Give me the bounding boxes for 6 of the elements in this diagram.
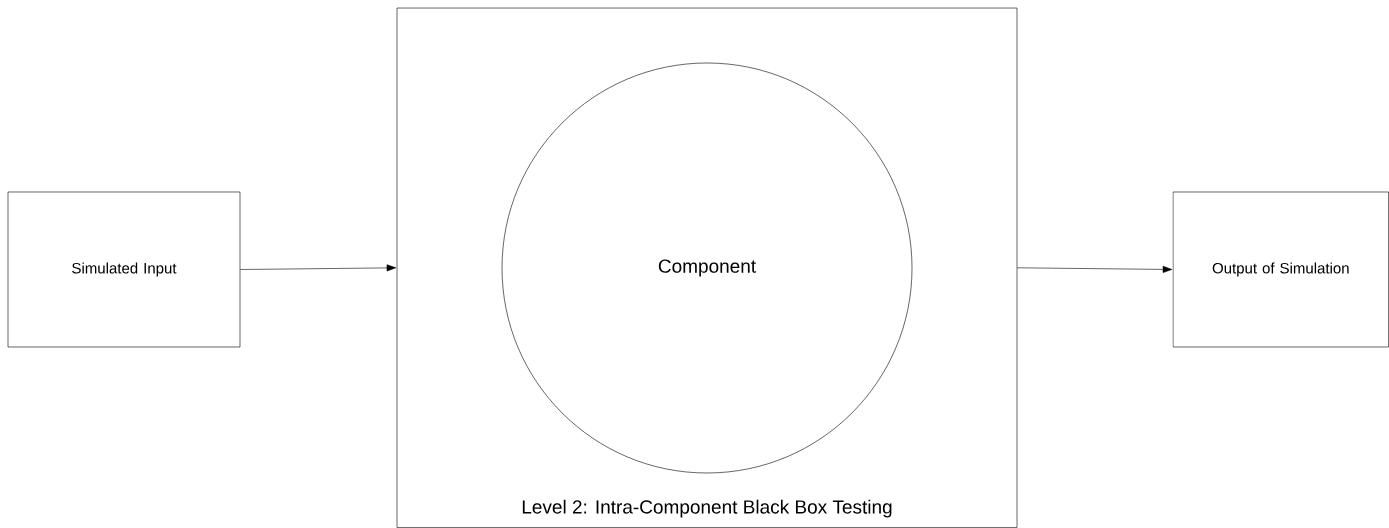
heading: Level 2: Intra-Component Black Box Testing [522,499,892,518]
arrow [1017,265,1173,273]
process-box: Simulated Input [7,191,241,348]
enclosing-box [396,7,1018,528]
process-box: Output of Simulation [1172,191,1389,348]
arrow [240,264,397,272]
